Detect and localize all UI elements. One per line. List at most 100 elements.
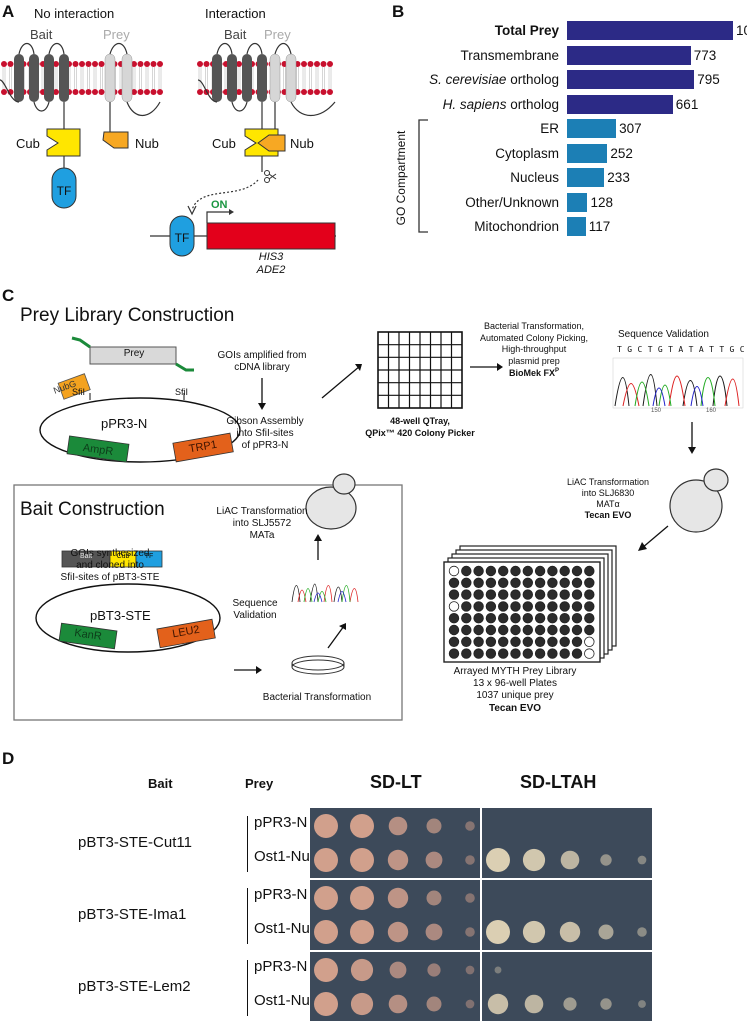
yeast-spot	[426, 818, 442, 834]
yeast-spot	[560, 850, 580, 870]
yeast-spot	[522, 920, 546, 944]
yeast-spot	[465, 821, 475, 831]
plate-well	[485, 601, 497, 612]
release-arrow	[191, 179, 259, 211]
spot-prey-label: Ost1-NubI	[254, 920, 323, 937]
plate-well	[584, 613, 595, 624]
prey-helices-left	[104, 42, 161, 117]
spot-plates	[310, 880, 652, 950]
cub-left	[46, 128, 81, 157]
bar-value-label: 117	[588, 219, 611, 234]
prey-helices-right	[269, 42, 336, 134]
bar-value-label: 252	[610, 145, 633, 161]
spot-bait-label: pBT3-STE-Lem2	[78, 978, 191, 995]
arrayed-library-label: Arrayed MYTH Prey Library 13 x 96-well P…	[453, 666, 577, 701]
his3-label: HIS3	[258, 251, 284, 263]
yeast-spot	[426, 996, 442, 1012]
plate-well	[534, 589, 546, 600]
bar	[567, 143, 608, 163]
yeast-spot	[388, 816, 408, 836]
plate-well	[522, 624, 534, 636]
leu2-box	[156, 618, 216, 649]
lipid-head	[157, 61, 163, 67]
yeast-spot	[638, 1000, 646, 1008]
plate-well	[510, 601, 521, 612]
plate-well	[498, 565, 509, 577]
lipid-head	[137, 61, 144, 67]
prey-label-right: Prey	[264, 27, 291, 42]
pbt3-label: pBT3-STE	[90, 608, 151, 623]
bar	[567, 94, 673, 114]
plate-well	[522, 589, 534, 600]
yeast-spot	[314, 920, 338, 944]
lipid-head	[85, 61, 92, 67]
panel-letter-b: B	[392, 2, 405, 21]
bait-header: Bait	[148, 776, 173, 791]
yeast-spot	[637, 855, 647, 865]
sdltah-header: SD-LTAH	[520, 772, 597, 792]
panel-letter-c: C	[2, 286, 15, 305]
bar-label: Total Prey	[494, 23, 559, 38]
on-label: ON	[211, 199, 228, 211]
bar	[567, 192, 588, 212]
lipid-head	[98, 61, 105, 67]
spot-prey-label: pPR3-N	[254, 958, 308, 975]
plate-well	[498, 636, 509, 648]
lipid-head	[236, 61, 242, 67]
plate-well	[522, 648, 534, 659]
plate-well	[510, 589, 521, 600]
bar-value-label: 128	[590, 194, 614, 210]
panel-letter-d: D	[2, 749, 15, 768]
yeast-spot	[494, 966, 502, 974]
panel-letter-a: A	[2, 2, 15, 21]
plate-well	[498, 601, 509, 612]
plate-well	[559, 624, 570, 636]
plate-well	[571, 565, 583, 577]
plate-well	[498, 589, 509, 600]
ppr3n-label: pPR3-N	[101, 416, 148, 431]
spot-bait-label: pBT3-STE-Ima1	[78, 906, 187, 923]
plate-well	[473, 601, 484, 612]
spot-plates	[310, 808, 652, 878]
plate-well	[473, 565, 484, 577]
bait-cassette-tf: TF	[144, 553, 154, 560]
plate-well	[510, 624, 521, 636]
prey-insert	[89, 346, 177, 365]
yeast-spot	[487, 993, 509, 1015]
plate-well	[510, 648, 521, 659]
plate-well	[547, 589, 558, 600]
lipid-head	[314, 61, 320, 67]
ade2-label: ADE2	[256, 264, 286, 276]
plate-well	[584, 636, 595, 648]
yeast-spot	[314, 958, 338, 982]
plate-well	[485, 624, 497, 636]
gois-amplified-label: GOIs amplified from cDNA library	[217, 350, 307, 373]
yeast-spot	[350, 958, 374, 982]
plate-well	[559, 589, 570, 600]
yeast-spot	[350, 992, 374, 1016]
plate-well	[534, 624, 546, 636]
scissors-icon	[264, 170, 277, 183]
bar-label: Transmembrane	[460, 47, 559, 63]
prey-bar-chart: Total Prey1037Transmembrane773S. cerevis…	[392, 18, 747, 240]
tf-label-left: TF	[56, 184, 72, 198]
bar-label: Mitochondrion	[474, 219, 559, 234]
plate-well	[485, 589, 497, 600]
bar-value-label: 661	[675, 96, 699, 112]
ampr-box	[66, 435, 130, 463]
plate-well	[559, 577, 570, 589]
interaction-label: Interaction	[205, 6, 266, 21]
plate-well	[547, 624, 558, 636]
plate-well	[461, 624, 472, 636]
lipid-head	[92, 61, 98, 67]
gois-synth-label: GOIs synthesized and cloned into SfiI-si…	[60, 548, 160, 583]
plate-well	[547, 565, 558, 577]
cub-label-left: Cub	[16, 136, 40, 151]
yeast-spot	[387, 921, 409, 943]
plate-well	[522, 613, 534, 624]
plate-well	[522, 601, 534, 612]
plate-well	[510, 636, 521, 648]
prey-insert-label: Prey	[123, 348, 145, 359]
bar-value-label: 773	[693, 47, 717, 63]
plate-well	[571, 636, 583, 648]
